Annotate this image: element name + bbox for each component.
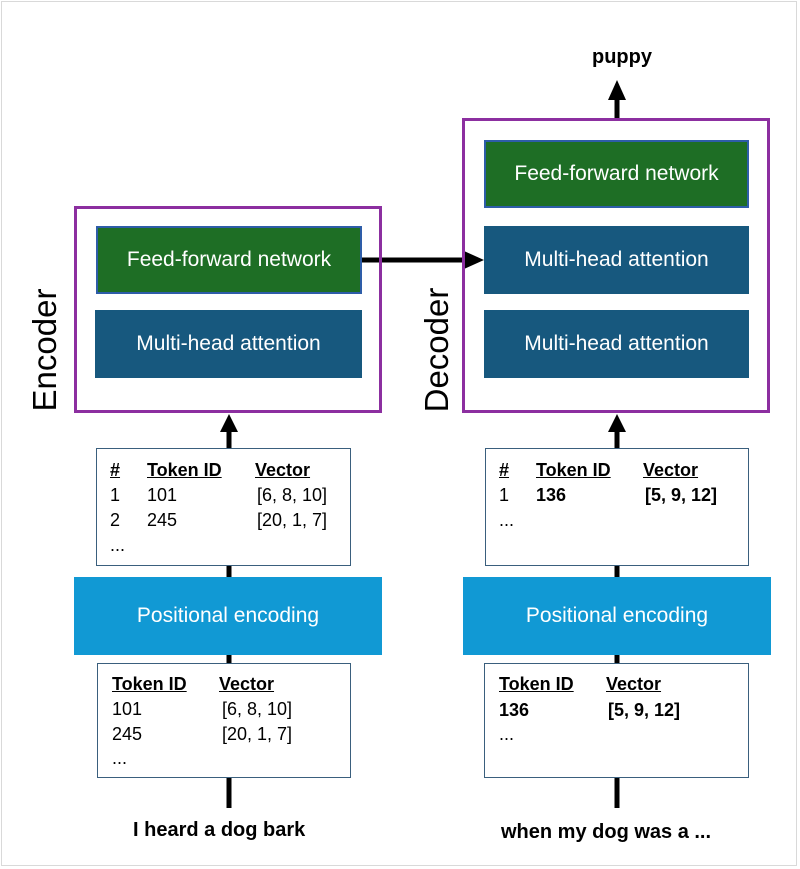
- decoder-ffn-label: Feed-forward network: [514, 162, 719, 185]
- decoder-mha-top-label: Multi-head attention: [524, 248, 709, 271]
- decoder-upper-row1-vector: [5, 9, 12]: [645, 485, 718, 505]
- decoder-feed-forward-network: Feed-forward network: [484, 140, 749, 208]
- encoder-block: [74, 206, 382, 413]
- decoder-upper-header-token-id: Token ID: [536, 460, 611, 480]
- encoder-upper-row2-token-id: 245: [147, 510, 178, 530]
- encoder-lower-row1-vector: [6, 8, 10]: [222, 699, 293, 719]
- decoder-lower-ellipsis: ...: [499, 724, 515, 744]
- decoder-lower-row1-token-id: 136: [499, 700, 530, 720]
- decoder-block: [462, 118, 770, 413]
- encoder-to-decoder-arrowhead: [464, 251, 484, 269]
- decoder-mha-bottom-label: Multi-head attention: [524, 332, 709, 355]
- encoder-multi-head-attention: Multi-head attention: [95, 310, 362, 378]
- output-word: puppy: [592, 46, 652, 68]
- decoder-upper-row1-token-id: 136: [536, 485, 567, 505]
- encoder-feed-forward-network: Feed-forward network: [96, 226, 362, 294]
- decoder-lower-row1-vector: [5, 9, 12]: [608, 700, 681, 720]
- decoder-multi-head-attention-bottom: Multi-head attention: [484, 310, 749, 378]
- encoder-positional-encoding: Positional encoding: [74, 577, 382, 655]
- decoder-input-text: when my dog was a ...: [501, 821, 712, 843]
- encoder-lower-row1-token-id: 101: [112, 699, 143, 719]
- decoder-multi-head-attention-top: Multi-head attention: [484, 226, 749, 294]
- decoder-lower-header-token-id: Token ID: [499, 674, 574, 694]
- encoder-up-arrowhead: [220, 414, 238, 432]
- encoder-positional-label: Positional encoding: [136, 604, 320, 627]
- encoder-lower-ellipsis: ...: [112, 748, 128, 768]
- decoder-upper-header-vector: Vector: [643, 460, 699, 480]
- decoder-positional-label: Positional encoding: [525, 604, 709, 627]
- encoder-upper-row1-token-id: 101: [147, 485, 178, 505]
- encoder-upper-row2-index: 2: [110, 510, 121, 530]
- encoder-mha-label: Multi-head attention: [136, 332, 321, 355]
- encoder-lower-header-vector: Vector: [219, 674, 275, 694]
- encoder-upper-row1-vector: [6, 8, 10]: [257, 485, 328, 505]
- encoder-ffn-label: Feed-forward network: [126, 248, 332, 271]
- decoder-upper-ellipsis: ...: [499, 510, 515, 530]
- decoder-upper-table: # Token ID Vector 1 136 [5, 9, 12] ...: [485, 448, 749, 566]
- decoder-positional-encoding: Positional encoding: [463, 577, 771, 655]
- encoder-upper-row2-vector: [20, 1, 7]: [257, 510, 328, 530]
- encoder-label: Encoder: [26, 288, 63, 412]
- decoder-lower-header-vector: Vector: [606, 674, 662, 694]
- decoder-lower-table: Token ID Vector 136 [5, 9, 12] ...: [484, 663, 749, 778]
- encoder-lower-row2-token-id: 245: [112, 724, 143, 744]
- encoder-upper-row1-index: 1: [110, 485, 121, 505]
- decoder-upper-header-index: #: [499, 460, 510, 480]
- encoder-lower-header-token-id: Token ID: [112, 674, 187, 694]
- encoder-upper-header-index: #: [110, 460, 121, 480]
- decoder-label: Decoder: [418, 287, 455, 413]
- decoder-up-arrowhead: [608, 414, 626, 432]
- decoder-output-arrowhead: [608, 80, 626, 100]
- encoder-upper-ellipsis: ...: [110, 535, 126, 555]
- encoder-input-text: I heard a dog bark: [133, 819, 306, 841]
- decoder-upper-row1-index: 1: [499, 485, 510, 505]
- encoder-upper-header-token-id: Token ID: [147, 460, 222, 480]
- encoder-lower-row2-vector: [20, 1, 7]: [222, 724, 293, 744]
- encoder-upper-header-vector: Vector: [255, 460, 311, 480]
- encoder-upper-table: # Token ID Vector 1 101 [6, 8, 10] 2 245…: [96, 448, 351, 566]
- encoder-lower-table: Token ID Vector 101 [6, 8, 10] 245 [20, …: [97, 663, 351, 778]
